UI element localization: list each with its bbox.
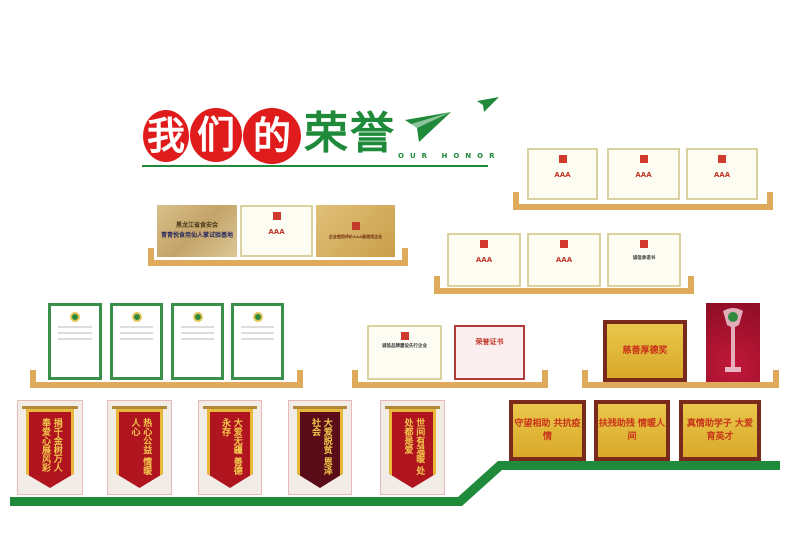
paper-plane-icon (405, 112, 451, 142)
green-base-step (10, 461, 780, 506)
silk-banner: 大爱无疆 善德永存 (198, 400, 262, 495)
title-highlight: 荣誉 (304, 108, 396, 159)
aaa-certificate: AAA (447, 233, 521, 287)
shelf-right (582, 370, 779, 388)
trophy-icon (723, 308, 743, 372)
green-food-certificate (110, 303, 163, 380)
honor-plaque: 守望相助 共抗疫情 (509, 400, 586, 461)
aaa-certificate: AAA (240, 205, 313, 257)
title-char-2: 们 (190, 108, 242, 162)
trophy-photo (706, 303, 760, 382)
plaque-line-1: 黑龙江省食安会 (175, 222, 218, 230)
honor-plaque: 真情助学子 大爱育英才 (679, 400, 761, 461)
green-food-certificate (231, 303, 284, 380)
plaque-line-2: 青青悦食用仙人掌试验基地 (160, 232, 233, 239)
shelf-left (30, 370, 303, 388)
title-subtitle: OUR HONOR (398, 152, 501, 160)
small-paper-plane-icon (477, 97, 499, 112)
food-safety-plaque: 黑龙江省食安会 青青悦食用仙人掌试验基地 (157, 205, 237, 257)
silk-banner: 捐千金树万人 奉爱心展风彩 (17, 400, 83, 495)
aaa-certificate: AAA (527, 233, 601, 287)
silk-banner: 世间有温暖 处处都是爱 (380, 400, 445, 495)
aaa-certificate: AAA (607, 148, 680, 200)
aaa-certificate: AAA (686, 148, 758, 200)
commitment-certificate: 诚信承诺书 (607, 233, 681, 287)
credit-plaque: 企业信用评价AAA级信用企业 (316, 205, 395, 257)
charity-award-text: 慈善厚德奖 (607, 324, 683, 378)
green-food-certificate (171, 303, 224, 380)
title-underline (142, 165, 488, 167)
shelf-top-right (513, 192, 773, 210)
silk-banner: 热心公益 情暖人心 (107, 400, 172, 495)
shelf-top-left (148, 248, 408, 266)
title-char-1: 我 (143, 110, 189, 162)
charity-award-plaque: 慈善厚德奖 (603, 320, 687, 382)
honor-certificate: 荣誉证书 (454, 325, 525, 380)
shelf-mid-right (434, 276, 694, 294)
green-food-certificate (48, 303, 102, 380)
title-char-3: 的 (243, 108, 301, 164)
aaa-certificate: AAA (527, 148, 598, 200)
brand-certificate: 诚信品牌建设先行企业 (367, 325, 442, 380)
honor-plaque: 扶残助残 情暖人间 (594, 400, 670, 461)
silk-banner: 大爱脱贫 恩泽社会 (288, 400, 352, 495)
shelf-middle (352, 370, 548, 388)
credit-plaque-name: 企业信用评价AAA级信用企业 (328, 234, 383, 239)
